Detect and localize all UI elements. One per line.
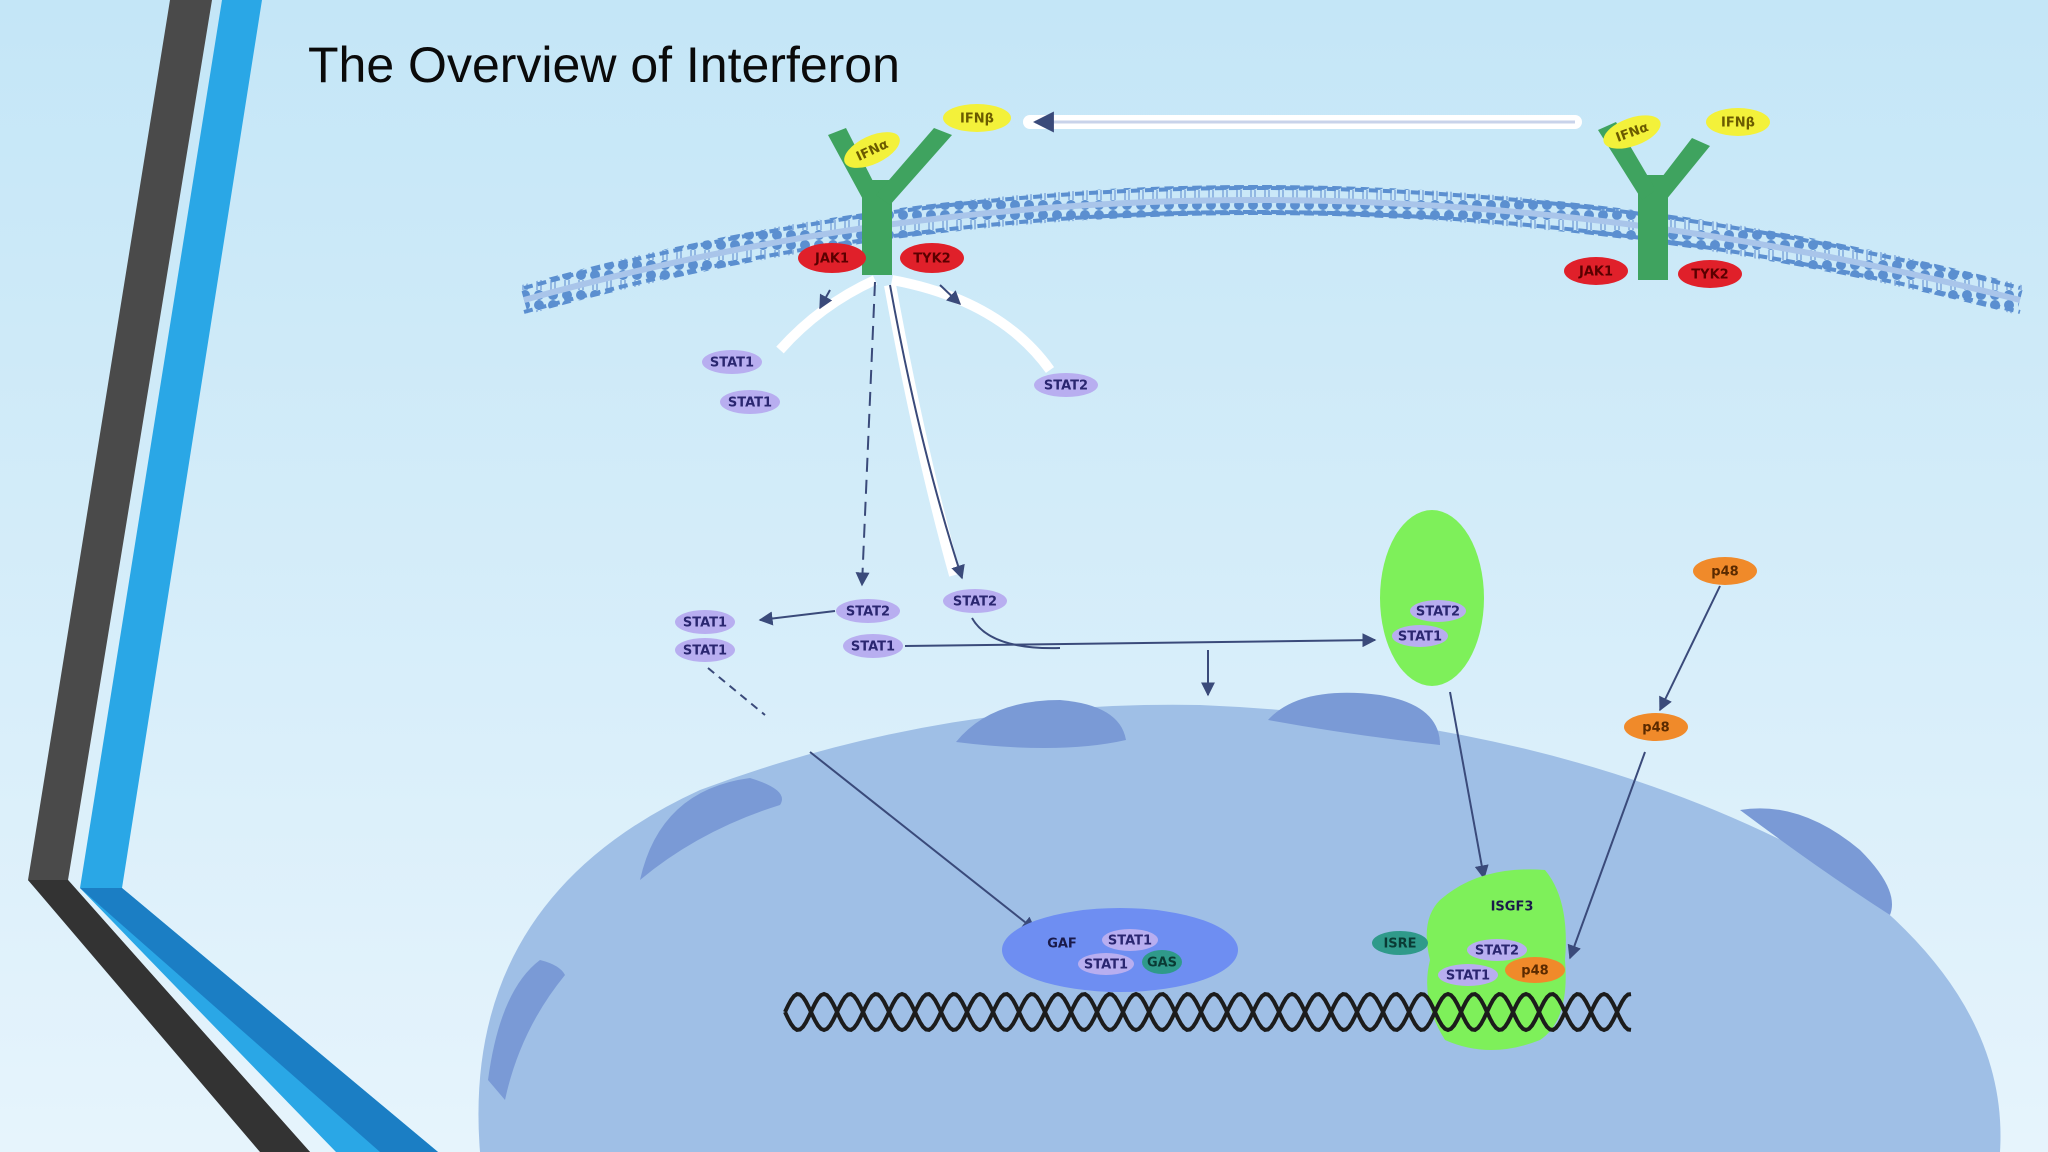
tyk2-molecule: TYK2 — [1678, 260, 1742, 288]
stat1-molecule-label: STAT1 — [1398, 630, 1442, 645]
p48-molecule: p48 — [1624, 713, 1688, 741]
p48-molecule-label: p48 — [1521, 964, 1548, 979]
jak1-molecule-label: JAK1 — [1578, 265, 1613, 280]
gas-element: GAS — [1142, 950, 1182, 974]
stat2-molecule: STAT2 — [1034, 373, 1098, 397]
stat1-molecule-label: STAT1 — [851, 640, 895, 655]
stat1-molecule: STAT1 — [1438, 964, 1498, 986]
stat2-molecule: STAT2 — [836, 599, 900, 623]
nuclear-pore — [1268, 692, 1440, 745]
nuclear-pore — [640, 778, 782, 880]
blue-bar — [80, 0, 438, 1152]
nuclear-pore — [1740, 808, 1892, 915]
jak1-molecule: JAK1 — [798, 243, 866, 273]
stat1-molecule: STAT1 — [1102, 929, 1158, 951]
stat1-molecule-label: STAT1 — [683, 644, 727, 659]
nucleus-body — [478, 704, 2001, 1152]
p48-molecule-label: p48 — [1711, 565, 1738, 580]
tyk2-molecule-label: TYK2 — [1691, 268, 1728, 283]
p48-molecule: p48 — [1505, 957, 1565, 983]
ifnb-molecule-label: IFNβ — [1721, 116, 1755, 131]
stat2-molecule-label: STAT2 — [953, 595, 997, 610]
stat1-molecule: STAT1 — [702, 350, 762, 374]
gaf-label: GAF — [1047, 937, 1077, 952]
jak1-molecule: JAK1 — [1564, 257, 1628, 285]
ifnb-molecule: IFNβ — [943, 104, 1011, 132]
left-decoration — [28, 0, 438, 1152]
ifnb-molecule-label: IFNβ — [960, 112, 994, 127]
p48-molecule: p48 — [1693, 557, 1757, 585]
gas-element-label: GAS — [1147, 956, 1177, 971]
stat-green-complex — [1380, 510, 1484, 686]
stat1-molecule-label: STAT1 — [683, 616, 727, 631]
p48-molecule-label: p48 — [1642, 721, 1669, 736]
stat1-molecule: STAT1 — [675, 638, 735, 662]
stat1-molecule-label: STAT1 — [728, 396, 772, 411]
dark-bar-lower — [28, 880, 310, 1152]
nucleus — [478, 692, 2001, 1152]
stat1-molecule: STAT1 — [1392, 625, 1448, 647]
isre-element: ISRE — [1372, 931, 1428, 955]
stat2-molecule: STAT2 — [1410, 600, 1466, 622]
nuclear-pore — [488, 960, 565, 1100]
stat1-molecule: STAT1 — [843, 634, 903, 658]
stat2-molecule: STAT2 — [1467, 939, 1527, 961]
stat2-molecule-label: STAT2 — [846, 605, 890, 620]
stat2-molecule-label: STAT2 — [1475, 944, 1519, 959]
ifnb-molecule: IFNβ — [1706, 108, 1770, 136]
stat2-molecule: STAT2 — [943, 589, 1007, 613]
tyk2-molecule: TYK2 — [900, 243, 964, 273]
stat1-molecule: STAT1 — [720, 390, 780, 414]
dna-strand — [783, 991, 1632, 1033]
signal-paths — [707, 275, 1721, 960]
stat1-molecule: STAT1 — [675, 610, 735, 634]
ifna-molecule: IFNα — [1603, 115, 1661, 149]
slide-title: The Overview of Interferon — [308, 37, 900, 93]
jak1-molecule-label: JAK1 — [814, 252, 849, 267]
blue-bar-lower — [80, 888, 438, 1152]
stat1-molecule-label: STAT1 — [1446, 969, 1490, 984]
stat1-molecule-label: STAT1 — [1084, 958, 1128, 973]
stat1-molecule-label: STAT1 — [710, 356, 754, 371]
receptor-right — [1598, 122, 1710, 280]
dna-strand — [783, 991, 1632, 1033]
stat1-molecule: STAT1 — [1078, 953, 1134, 975]
stat2-molecule-label: STAT2 — [1416, 605, 1460, 620]
nuclear-pore — [956, 700, 1126, 749]
isgf3-label: ISGF3 — [1491, 900, 1534, 915]
stat1-molecule-label: STAT1 — [1108, 934, 1152, 949]
dna-helix — [783, 991, 1632, 1033]
dark-bar — [28, 0, 310, 1152]
tyk2-molecule-label: TYK2 — [913, 252, 950, 267]
cell-membrane — [519, 185, 2024, 315]
stat2-molecule-label: STAT2 — [1044, 379, 1088, 394]
isre-element-label: ISRE — [1383, 937, 1416, 952]
